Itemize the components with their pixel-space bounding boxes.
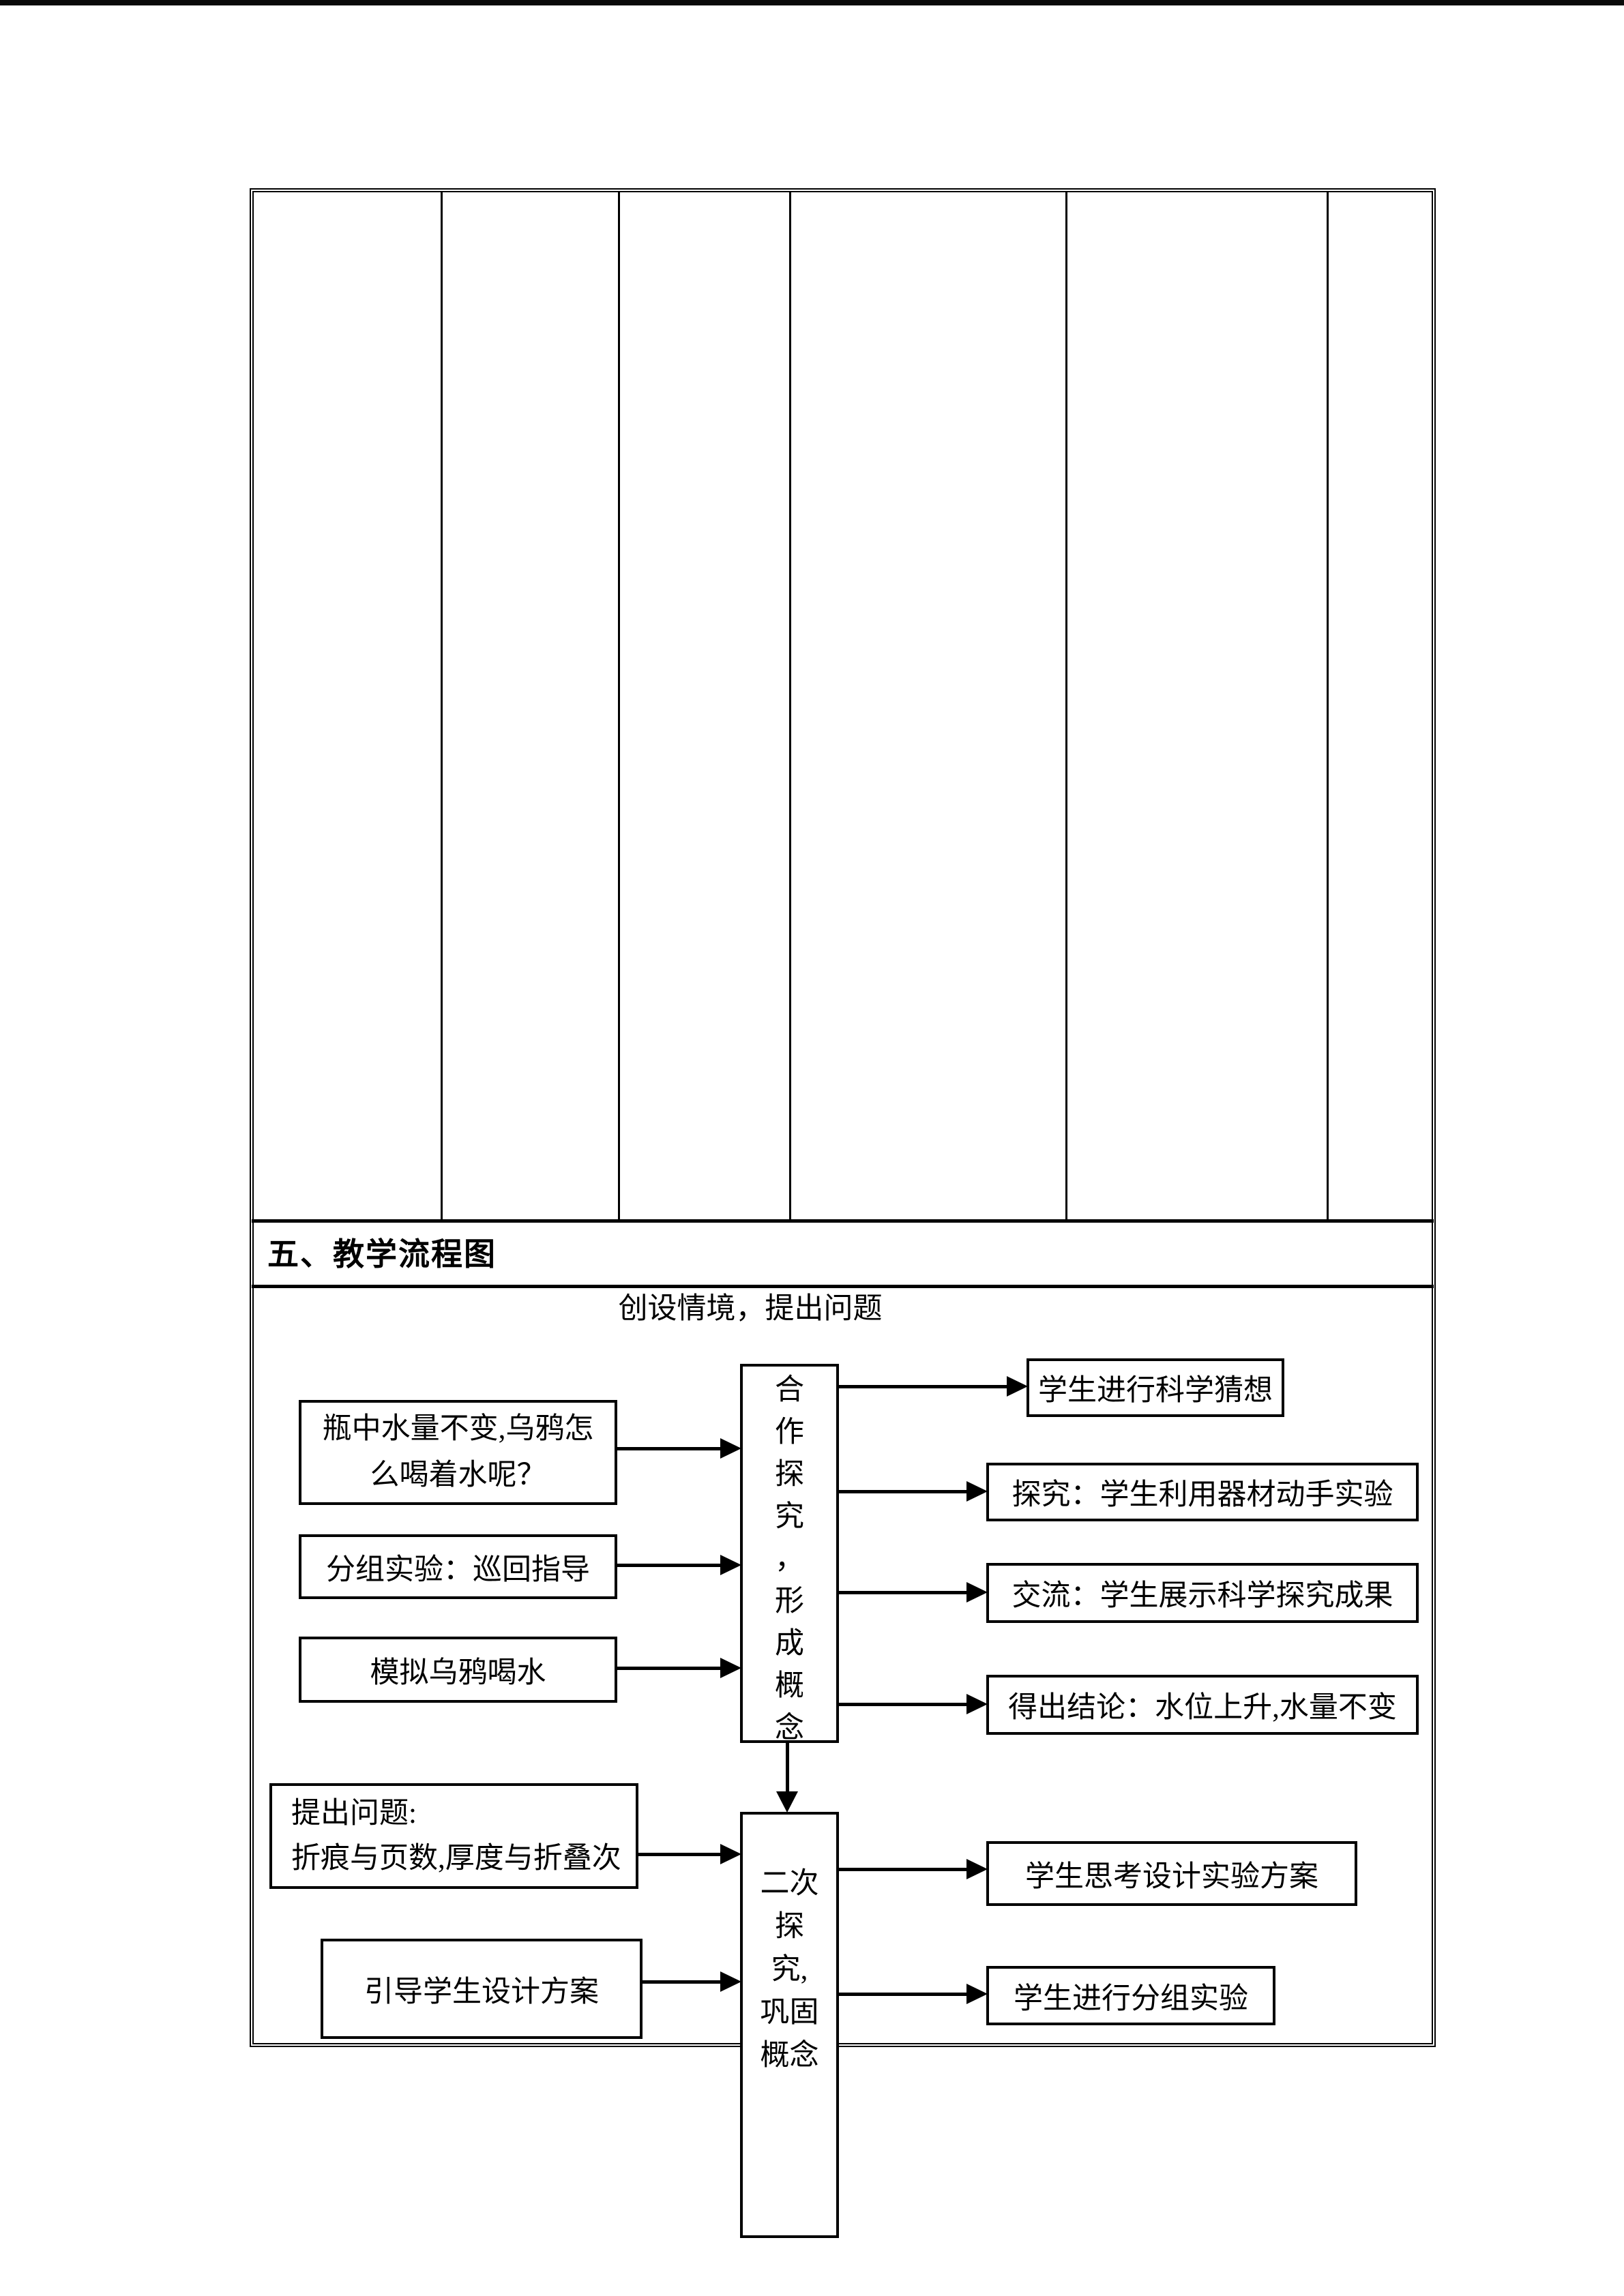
section-heading: 五、教学流程图	[267, 1237, 497, 1272]
flow-connector	[643, 1980, 720, 1984]
hub-line: 探	[775, 1911, 804, 1943]
flow-box-label: 交流：学生展示科学探究成果	[1012, 1580, 1393, 1612]
flow-box-pose-question-folds: 提出问题: 折痕与页数,厚度与折叠次	[269, 1783, 638, 1889]
arrowhead-right-icon	[966, 1859, 988, 1879]
flow-connector	[839, 1993, 966, 1996]
hub-char: 究	[775, 1501, 804, 1533]
flow-connector	[617, 1564, 720, 1567]
flow-connector	[839, 1385, 1007, 1388]
flow-box-inquiry-experiment: 探究：学生利用器材动手实验	[986, 1463, 1419, 1521]
arrowhead-right-icon	[720, 1971, 741, 1992]
hub-char: 探	[775, 1459, 804, 1491]
table-outer-border	[250, 188, 1436, 2047]
flow-box-simulate-crow: 模拟乌鸦喝水	[299, 1637, 617, 1703]
flow-box-line: 瓶中水量不变,乌鸦怎	[322, 1413, 594, 1445]
flow-connector	[839, 1490, 966, 1493]
arrowhead-right-icon	[720, 1658, 741, 1678]
flow-box-question-crow: 瓶中水量不变,乌鸦怎 么喝着水呢？	[299, 1400, 617, 1505]
flow-box-think-design-plan: 学生思考设计实验方案	[986, 1841, 1357, 1906]
flow-box-line: 折痕与页数,厚度与折叠次	[291, 1842, 621, 1875]
flow-box-group-experiment: 学生进行分组实验	[986, 1966, 1275, 2025]
table-row-divider	[252, 1219, 1434, 1223]
flow-box-label: 模拟乌鸦喝水	[370, 1656, 546, 1689]
flow-box-label: 得出结论：水位上升,水量不变	[1008, 1692, 1397, 1724]
flow-box-label: 学生进行科学猜想	[1038, 1375, 1273, 1407]
flow-connector	[638, 1853, 720, 1856]
arrowhead-right-icon	[720, 1555, 741, 1575]
flow-box-guide-design: 引导学生设计方案	[321, 1939, 643, 2039]
flow-box-label: 引导学生设计方案	[364, 1976, 599, 2008]
hub-char: 形	[775, 1585, 804, 1617]
hub-char: 作	[775, 1416, 804, 1448]
arrowhead-right-icon	[966, 1582, 988, 1602]
hub-line: 概念	[760, 2040, 819, 2072]
flow-box-label: 学生进行分组实验	[1014, 1982, 1248, 2015]
flow-box-science-guess: 学生进行科学猜想	[1027, 1358, 1284, 1417]
table-column-divider	[1327, 192, 1329, 1221]
hub-line: 巩固	[760, 1997, 819, 2029]
flow-box-label: 探究：学生利用器材动手实验	[1012, 1479, 1393, 1511]
flow-connector-vertical	[786, 1743, 789, 1793]
arrowhead-down-icon	[776, 1791, 798, 1813]
hub-char: 概	[775, 1670, 804, 1702]
flow-box-line: 提出问题:	[291, 1797, 417, 1830]
arrowhead-right-icon	[720, 1844, 741, 1864]
hub-char: 合	[775, 1374, 804, 1406]
hub-line: 二次	[760, 1868, 819, 1900]
flow-box-conclusion: 得出结论：水位上升,水量不变	[986, 1675, 1419, 1735]
arrowhead-right-icon	[966, 1694, 988, 1714]
arrowhead-right-icon	[720, 1438, 741, 1459]
arrowhead-right-icon	[966, 1984, 988, 2004]
hub-char: 成	[775, 1628, 804, 1660]
page-top-edge	[0, 0, 1624, 5]
hub-line: 究,	[771, 1954, 808, 1986]
flow-connector	[839, 1703, 966, 1706]
flow-box-group-experiment-guide: 分组实验：巡回指导	[299, 1534, 617, 1599]
table-column-divider	[1065, 192, 1067, 1221]
flow-box-label: 分组实验：巡回指导	[326, 1553, 590, 1586]
flow-box-line: 么喝着水呢？	[370, 1459, 546, 1491]
table-column-divider	[618, 192, 620, 1221]
hub-char: ，	[775, 1543, 804, 1575]
flow-connector	[839, 1868, 966, 1871]
arrowhead-right-icon	[966, 1481, 988, 1502]
flow-connector	[839, 1591, 966, 1594]
table-column-divider	[441, 192, 443, 1221]
hub-char: 念	[775, 1712, 804, 1743]
flow-connector	[617, 1667, 720, 1670]
stage-banner: 创设情境，提出问题	[618, 1293, 883, 1325]
table-row-divider	[252, 1285, 1434, 1288]
flow-hub-cooperative-inquiry: 合 作 探 究 ， 形 成 概 念	[740, 1364, 839, 1743]
flow-box-exchange-results: 交流：学生展示科学探究成果	[986, 1563, 1419, 1623]
arrowhead-right-icon	[1007, 1376, 1028, 1397]
flow-connector	[617, 1447, 720, 1450]
flow-hub-second-inquiry: 二次 探 究, 巩固 概念	[740, 1812, 839, 2238]
flow-box-label: 学生思考设计实验方案	[1025, 1860, 1318, 1893]
table-column-divider	[789, 192, 791, 1221]
